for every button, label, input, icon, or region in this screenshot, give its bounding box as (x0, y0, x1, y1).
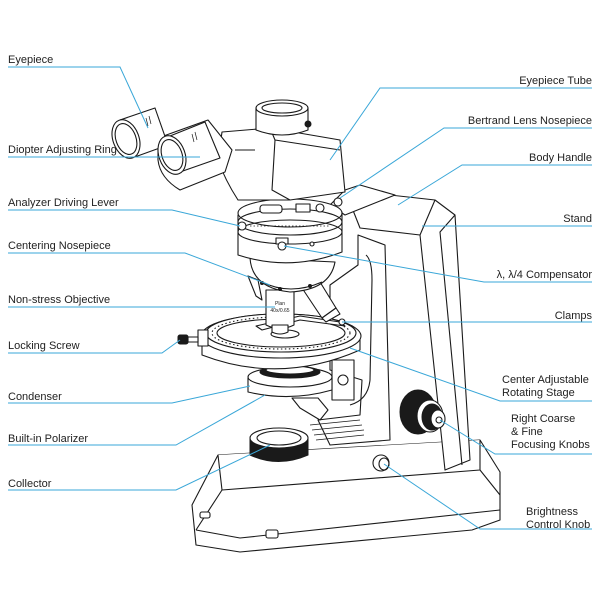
focusing-knobs (399, 389, 446, 435)
leader-collector (8, 444, 271, 491)
label-diopter-adjusting-ring: Diopter Adjusting Ring (8, 144, 117, 156)
label-brightness-line1: Brightness (526, 506, 578, 518)
label-eyepiece-tube: Eyepiece Tube (519, 75, 592, 87)
leader-focus-knobs (439, 419, 592, 455)
leader-polarizer (8, 394, 266, 446)
trinocular-head (217, 99, 346, 201)
label-bertrand-lens-nosepiece: Bertrand Lens Nosepiece (467, 115, 592, 127)
brightness-knob (372, 454, 390, 472)
label-centering-nosepiece: Centering Nosepiece (8, 240, 111, 252)
leader-body-handle (397, 164, 592, 206)
label-non-stress-objective: Non-stress Objective (8, 294, 111, 306)
leader-stage (349, 347, 592, 402)
label-focus-line1: Right Coarse (511, 413, 576, 425)
collector (249, 427, 309, 462)
label-built-in-polarizer: Built-in Polarizer (8, 433, 89, 445)
label-stage-line1: Center Adjustable (502, 374, 589, 386)
label-brightness-control-knob: Brightness Control Knob (526, 506, 590, 532)
label-eyepiece: Eyepiece (8, 54, 54, 66)
label-compensator: λ, λ/4 Compensator (496, 269, 592, 281)
label-stand: Stand (563, 213, 592, 225)
leader-eyepiece-tube (329, 87, 592, 161)
label-analyzer-driving-lever: Analyzer Driving Lever (8, 197, 119, 209)
label-center-adjustable-rotating-stage: Center Adjustable Rotating Stage (502, 374, 589, 400)
label-clamps: Clamps (554, 310, 592, 322)
eyepieces (111, 107, 233, 191)
centering-nosepiece (249, 257, 336, 293)
leader-locking-screw (8, 339, 181, 354)
leader-centering-nosepiece (8, 252, 271, 286)
label-collector: Collector (8, 478, 52, 490)
objective-marking-1: Plan (275, 301, 285, 307)
leader-brightness (383, 463, 592, 530)
leader-eyepiece (8, 66, 149, 129)
leader-lines (8, 66, 592, 530)
label-condenser: Condenser (8, 391, 62, 403)
analyzer-block (237, 197, 343, 264)
leader-condenser (8, 385, 251, 404)
label-stage-line2: Rotating Stage (502, 387, 575, 399)
label-focus-line3: Focusing Knobs (511, 439, 590, 451)
label-locking-screw: Locking Screw (8, 340, 80, 352)
leader-bertrand (339, 127, 592, 199)
condenser (247, 365, 333, 421)
label-brightness-line2: Control Knob (526, 519, 591, 531)
objectives: Plan 40x/0.65 (247, 275, 341, 335)
label-focus-line2: & Fine (511, 426, 543, 438)
leader-analyzer (8, 209, 241, 227)
label-right-coarse-fine-focusing-knobs: Right Coarse & Fine Focusing Knobs (511, 413, 590, 452)
objective-marking-2: 40x/0.65 (270, 308, 289, 314)
label-body-handle: Body Handle (529, 152, 592, 164)
leader-compensator (283, 245, 592, 283)
